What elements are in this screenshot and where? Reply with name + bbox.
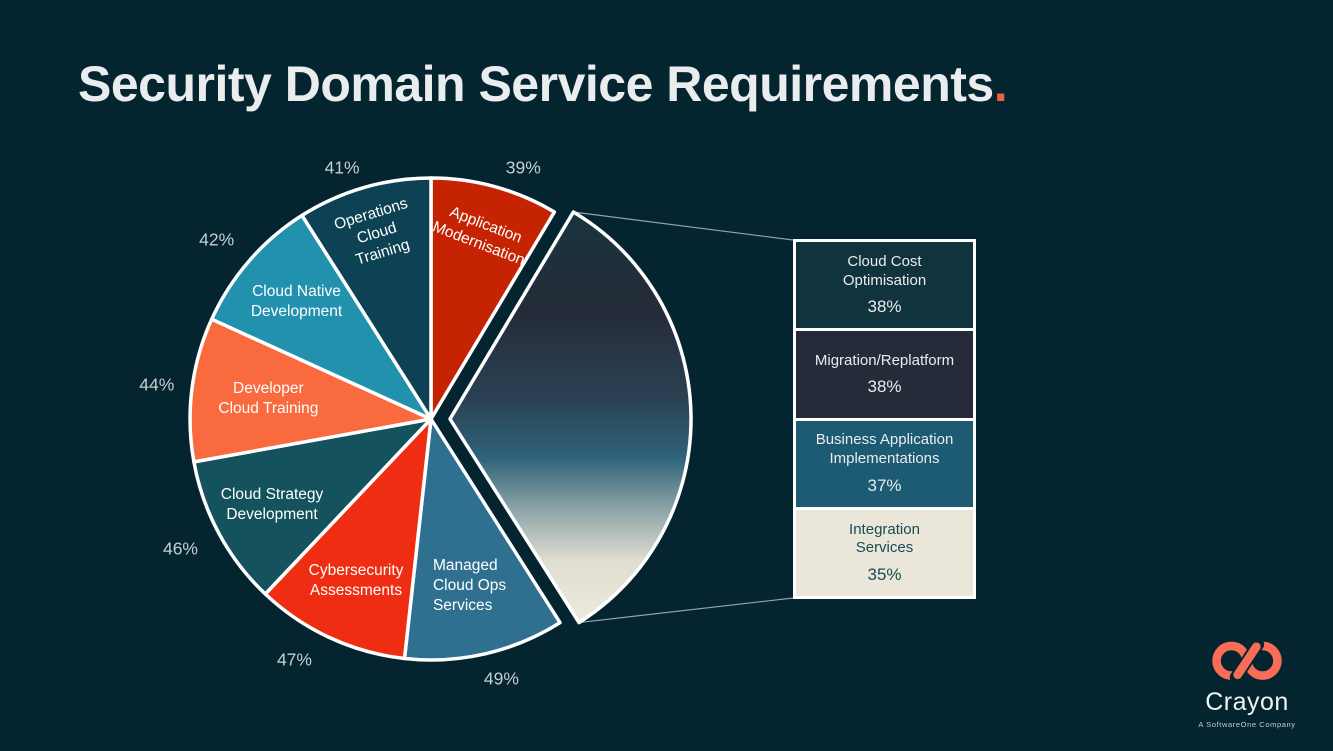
- pie-slice-cloud-native-development: [209, 213, 433, 421]
- legend-item-pct: 38%: [867, 377, 902, 397]
- pie-slice-operations-cloud-training: [300, 176, 433, 421]
- crayon-logo-tagline: A SoftwareOne Company: [1198, 720, 1296, 729]
- pie-slice-application-modernisation: [429, 176, 557, 421]
- legend-item-pct: 37%: [867, 475, 902, 495]
- connector-line: [573, 211, 794, 241]
- pie-slice-managed-cloud-ops-services: [402, 417, 562, 662]
- pie-slice-cloud-strategy-development: [192, 417, 433, 596]
- breakout-connector-lines: [573, 211, 794, 624]
- legend-item-business-application-implementations: Business Application Implementations 37%: [796, 420, 973, 507]
- crayon-infinity-icon: [1212, 638, 1282, 684]
- crayon-logo-name: Crayon: [1205, 688, 1289, 716]
- page-title: Security Domain Service Requirements.: [78, 55, 1008, 113]
- legend-item-label: Cloud Cost Optimisation: [842, 252, 927, 289]
- crayon-logo: Crayon A SoftwareOne Company: [1187, 634, 1307, 729]
- legend-item-label: Migration/Replatform: [814, 351, 955, 369]
- legend-item-cloud-cost-optimisation: Cloud Cost Optimisation 38%: [796, 242, 973, 329]
- legend-item-pct: 38%: [867, 297, 902, 317]
- page-title-dot: .: [993, 56, 1008, 112]
- legend-item-label: Business Application Implementations: [815, 431, 954, 468]
- legend-item-migration-replatform: Migration/Replatform 38%: [796, 331, 973, 418]
- legend-item-integration-services: Integration Services 35%: [796, 509, 973, 596]
- pie-slices: [188, 176, 693, 662]
- page-title-text: Security Domain Service Requirements: [78, 56, 994, 112]
- legend-item-pct: 35%: [867, 565, 902, 585]
- pie-slice-developer-cloud-training: [188, 317, 433, 464]
- connector-line: [578, 597, 794, 624]
- pie-slice-cybersecurity-assessments: [263, 417, 433, 661]
- legend-item-label: Integration Services: [849, 520, 920, 557]
- breakout-legend: Cloud Cost Optimisation 38% Migration/Re…: [793, 239, 976, 599]
- pie-slice-breakout-wedge: [448, 210, 693, 625]
